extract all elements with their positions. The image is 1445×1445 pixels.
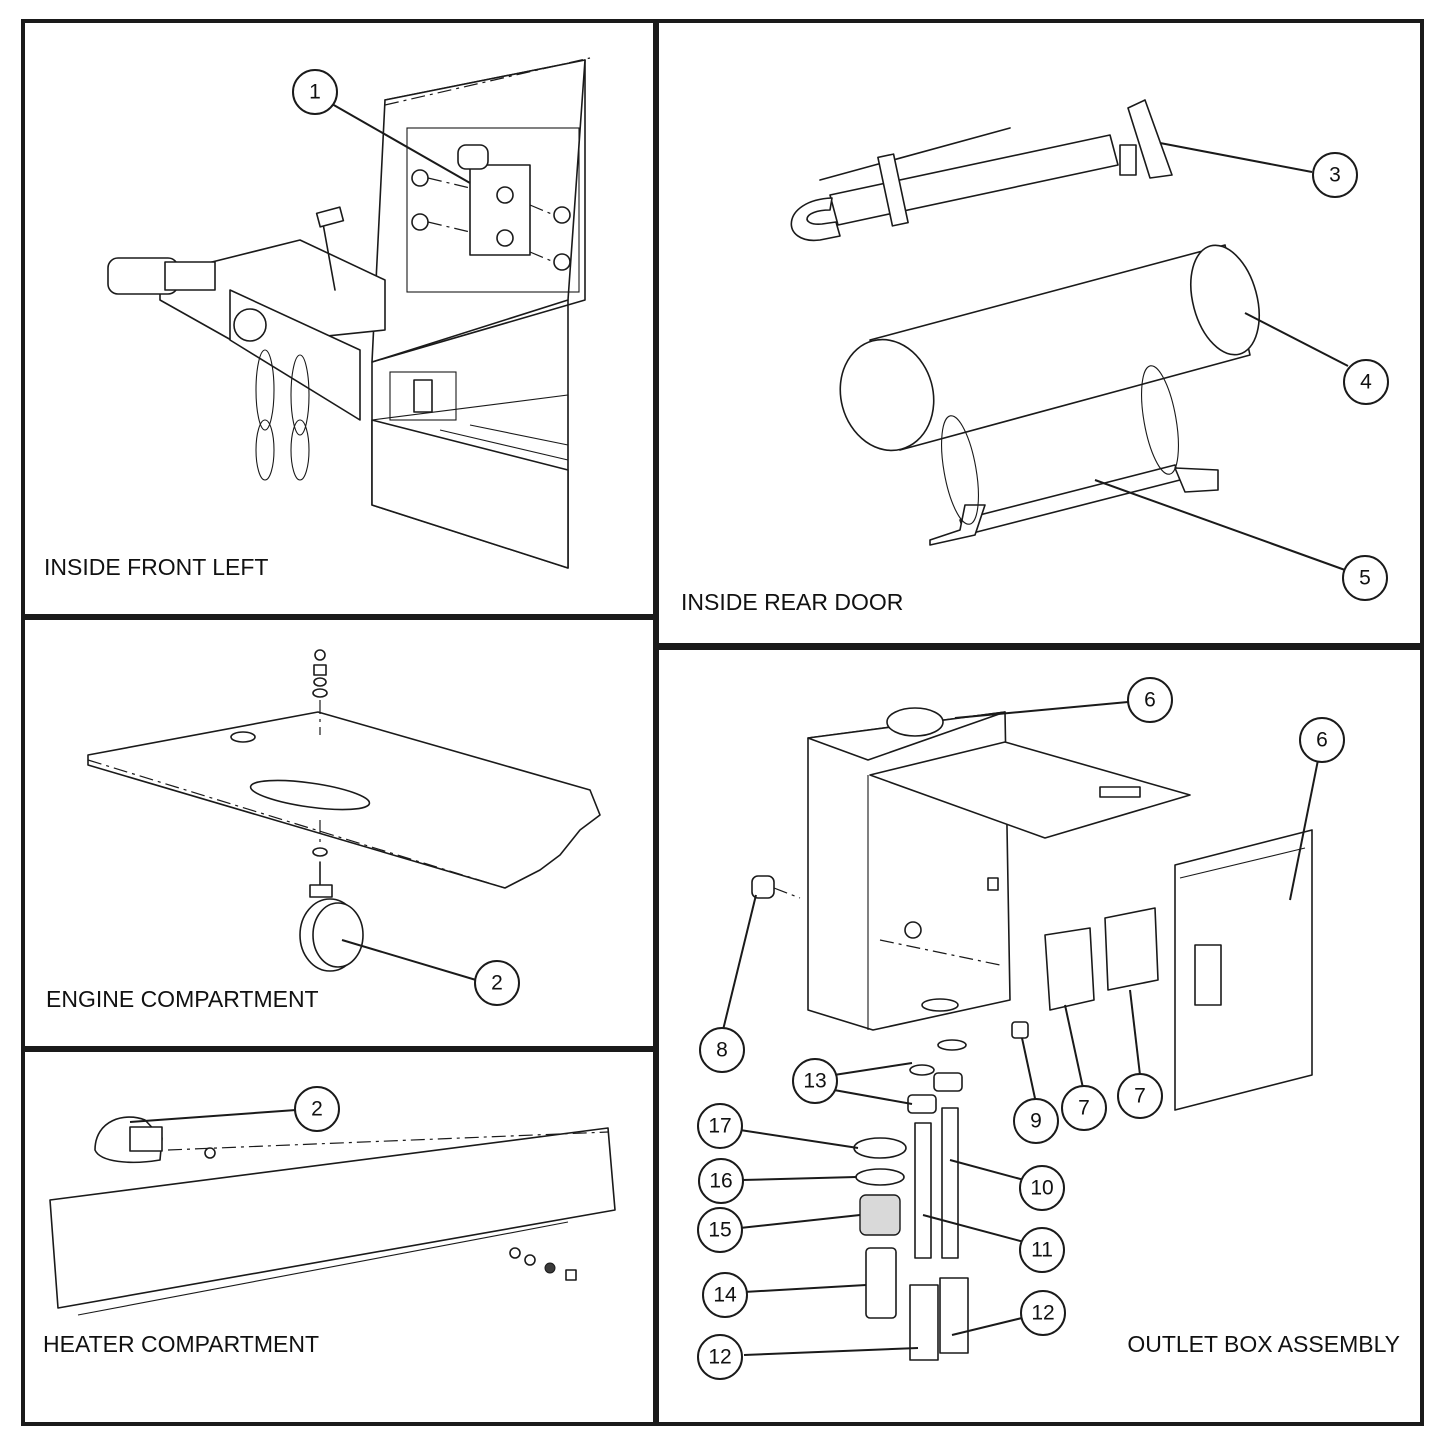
callout-c11: 11 [1019, 1227, 1065, 1273]
callout-c2a: 2 [474, 960, 520, 1006]
panel-label-heater-compartment: HEATER COMPARTMENT [43, 1331, 319, 1357]
callout-balloon [1019, 1165, 1065, 1211]
breakaway-switch [411, 144, 571, 271]
callout-balloon [1061, 1085, 1107, 1131]
callout-c2b: 2 [294, 1086, 340, 1132]
callout-number: 17 [708, 1115, 731, 1138]
callout-balloon [474, 960, 520, 1006]
rear-door-drawing [790, 99, 1260, 546]
panel-label-outlet-box-assembly: OUTLET BOX ASSEMBLY [1127, 1331, 1400, 1357]
callout-balloon [1127, 677, 1173, 723]
callout-number: 16 [709, 1170, 732, 1193]
callout-c12b: 12 [697, 1334, 743, 1380]
heater-caster [94, 1116, 216, 1164]
callout-balloon [294, 1086, 340, 1132]
callout-number: 2 [491, 972, 503, 995]
heater-compartment-drawing [49, 1116, 616, 1316]
callout-number: 13 [803, 1070, 826, 1093]
callout-c8: 8 [699, 1027, 745, 1073]
callout-number: 2 [311, 1098, 323, 1121]
grease-gun [790, 99, 1173, 242]
callout-c4: 4 [1343, 359, 1389, 405]
callout-balloon [1117, 1073, 1163, 1119]
callout-balloon [1019, 1227, 1065, 1273]
callout-number: 6 [1316, 729, 1328, 752]
callout-balloon [697, 1207, 743, 1253]
callout-c12a: 12 [1020, 1290, 1066, 1336]
safety-chains [255, 349, 310, 481]
callout-balloon [698, 1158, 744, 1204]
callout-number: 1 [309, 81, 321, 104]
trailer-front-drawing [107, 57, 591, 569]
callout-balloon [697, 1103, 743, 1149]
callout-number: 6 [1144, 689, 1156, 712]
callout-balloon [697, 1334, 743, 1380]
callout-number: 11 [1031, 1239, 1053, 1262]
callout-c6b: 6 [1299, 717, 1345, 763]
callout-c14: 14 [702, 1272, 748, 1318]
callout-c15: 15 [697, 1207, 743, 1253]
callout-c7b: 7 [1117, 1073, 1163, 1119]
callout-number: 5 [1359, 567, 1371, 590]
callout-number: 3 [1329, 164, 1341, 187]
callout-balloon [702, 1272, 748, 1318]
callout-number: 14 [713, 1284, 737, 1307]
callout-number: 15 [708, 1219, 731, 1242]
callout-c5: 5 [1342, 555, 1388, 601]
callout-number: 12 [708, 1346, 731, 1369]
callout-c3: 3 [1312, 152, 1358, 198]
outlet-box-drawing [751, 707, 1313, 1361]
caster-wheel [299, 861, 364, 972]
callout-number: 9 [1030, 1110, 1042, 1133]
callout-balloon [792, 1058, 838, 1104]
callout-balloon [1343, 359, 1389, 405]
callout-c16: 16 [698, 1158, 744, 1204]
callout-c10: 10 [1019, 1165, 1065, 1211]
panel-label-inside-rear-door: INSIDE REAR DOOR [681, 589, 903, 615]
callout-balloon [1342, 555, 1388, 601]
callout-number: 7 [1134, 1085, 1146, 1108]
air-tank [839, 244, 1260, 452]
callout-c1: 1 [292, 69, 338, 115]
callout-balloon [1312, 152, 1358, 198]
callout-number: 10 [1030, 1177, 1053, 1200]
callout-c17: 17 [697, 1103, 743, 1149]
callout-balloon [1013, 1098, 1059, 1144]
callout-number: 4 [1360, 371, 1372, 394]
callout-number: 7 [1078, 1097, 1090, 1120]
callout-c13: 13 [792, 1058, 838, 1104]
panel-label-engine-compartment: ENGINE COMPARTMENT [46, 986, 319, 1012]
panel-frames [21, 19, 1424, 1426]
callout-c9: 9 [1013, 1098, 1059, 1144]
callout-number: 12 [1031, 1302, 1054, 1325]
callout-balloon [1299, 717, 1345, 763]
leader-lines [129, 103, 1349, 1356]
callout-number: 8 [716, 1039, 728, 1062]
callout-c7a: 7 [1061, 1085, 1107, 1131]
callout-balloon [1020, 1290, 1066, 1336]
callout-balloon [292, 69, 338, 115]
engine-compartment-drawing [87, 649, 601, 972]
callout-balloon [699, 1027, 745, 1073]
panel-label-inside-front-left: INSIDE FRONT LEFT [44, 554, 269, 580]
callout-c6a: 6 [1127, 677, 1173, 723]
